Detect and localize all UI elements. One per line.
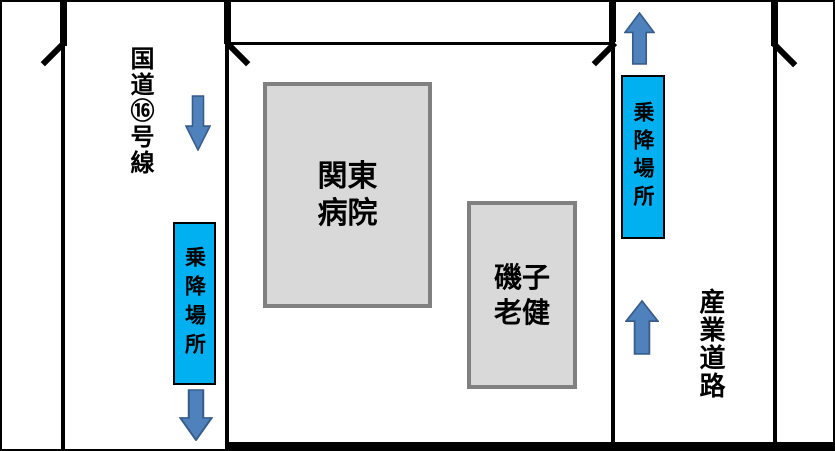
kanto-hospital-building: 関東 病院 bbox=[263, 82, 432, 308]
boarding-area-right-label: 乗降場所 bbox=[631, 101, 655, 213]
road-edge-cap bbox=[609, 2, 616, 42]
up-arrow-icon bbox=[624, 12, 655, 65]
block-top-edge-line bbox=[227, 42, 615, 45]
road-edge-line bbox=[611, 2, 615, 449]
kanto-hospital-label: 関東 病院 bbox=[317, 158, 378, 232]
road-edge-line bbox=[225, 2, 229, 449]
sangyo-road-label: 産業道路 bbox=[695, 288, 725, 400]
boarding-area-left: 乗降場所 bbox=[173, 222, 216, 385]
route16-road-label: 国道⑯号線 bbox=[126, 46, 154, 176]
down-arrow-shape bbox=[179, 389, 213, 441]
down-arrow-icon bbox=[179, 389, 213, 441]
isogo-roken-building: 磯子 老健 bbox=[467, 201, 577, 389]
road-edge-line bbox=[61, 2, 65, 449]
boarding-area-right: 乗降場所 bbox=[621, 75, 665, 239]
road-edge-line bbox=[773, 2, 777, 449]
up-arrow-shape bbox=[624, 12, 655, 65]
road-edge-cap bbox=[771, 2, 778, 46]
bottom-road-edge-line bbox=[227, 442, 833, 449]
boarding-area-left-label: 乗降場所 bbox=[182, 245, 207, 362]
isogo-roken-label: 磯子 老健 bbox=[493, 261, 550, 329]
road-edge-cap bbox=[60, 2, 67, 46]
down-arrow-icon bbox=[185, 95, 211, 151]
down-arrow-shape bbox=[185, 95, 211, 151]
up-arrow-icon bbox=[625, 300, 659, 355]
up-arrow-shape bbox=[625, 300, 659, 355]
road-edge-cap bbox=[224, 2, 231, 44]
